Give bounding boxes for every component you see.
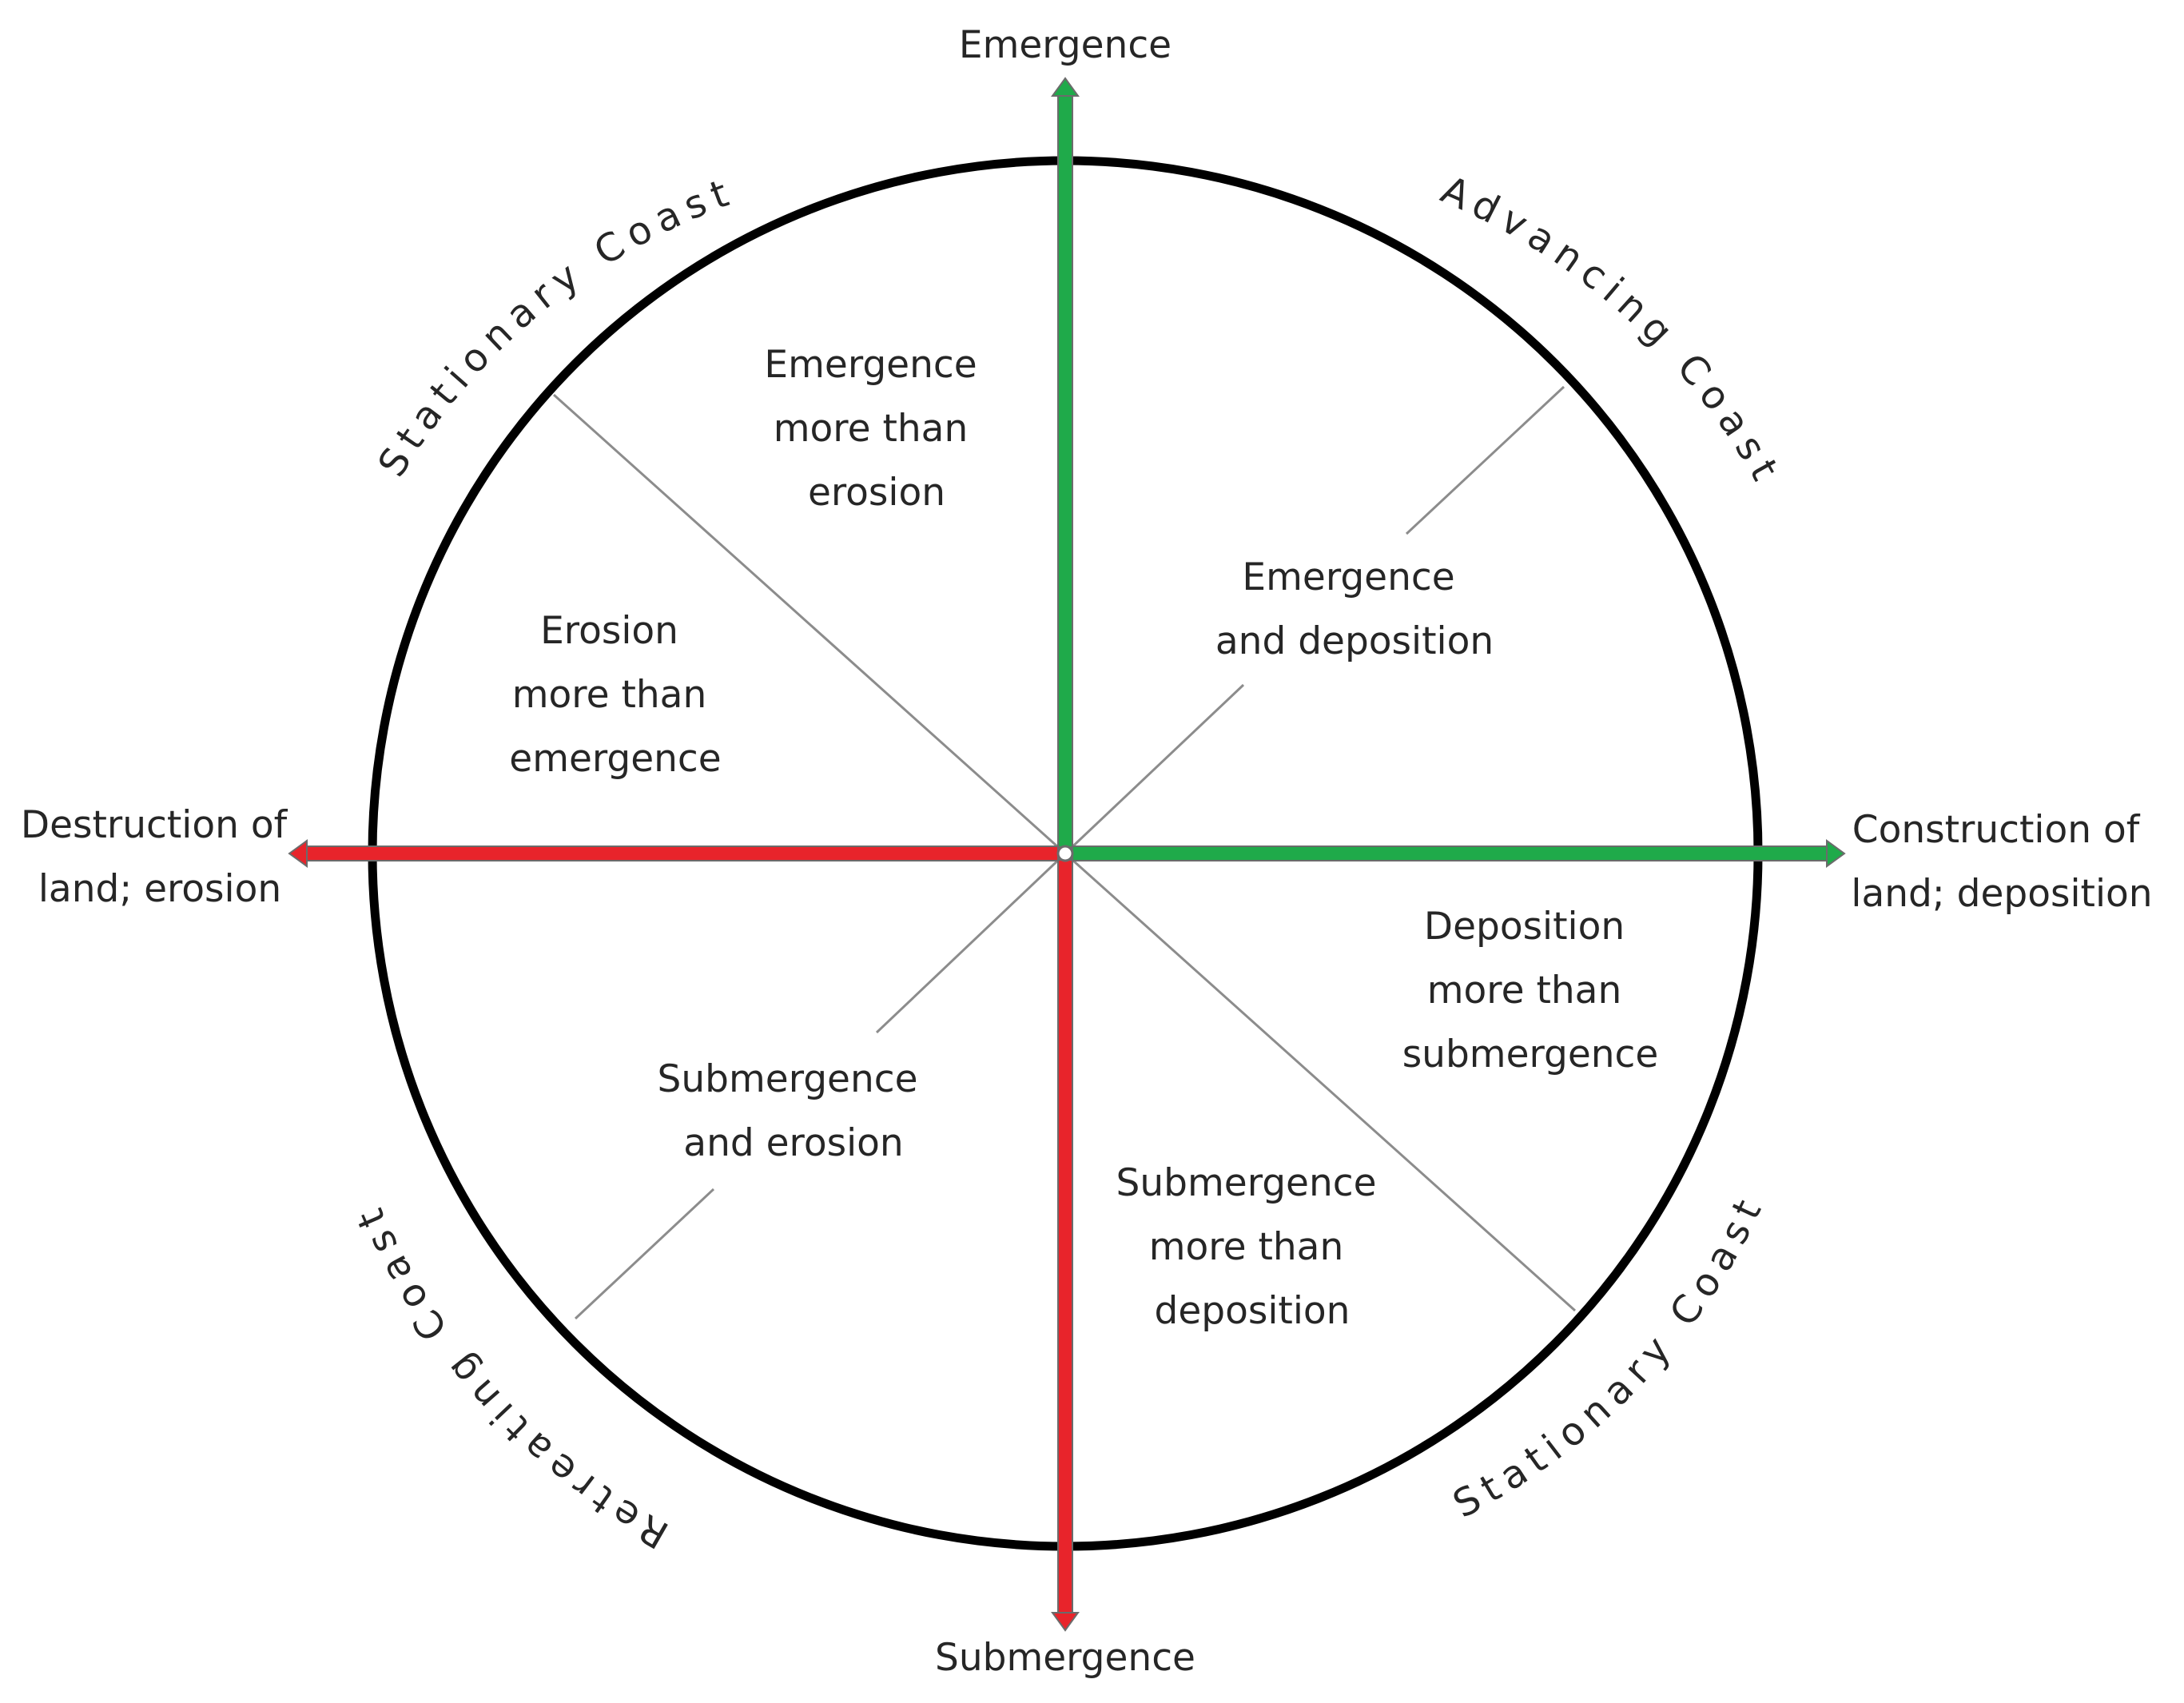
divider-lower-left-inner [875,852,1067,1034]
region-label-line: deposition [1155,1289,1351,1333]
divider-upper-left [552,393,1067,855]
region-erosion-more-than-emergence: Erosion more than emergence [509,609,721,781]
coast-label-upper-right-path: Advancing Coast [1434,167,1783,494]
coast-label-upper-left-path: Stationary Coast [369,169,734,485]
divider-lower-right [1064,852,1577,1312]
divider-upper-right-inner [1064,683,1245,855]
region-label-line: more than [512,673,707,717]
coast-label-upper-right: Advancing Coast [1434,167,1791,494]
coast-label-lower-right-path: Stationary Coast [1446,1186,1765,1527]
region-label-line: more than [1149,1225,1344,1269]
region-label-line: Submergence [658,1057,918,1101]
construction-arrow-shaft [1072,846,1829,861]
submergence-arrow [1051,859,1080,1632]
axis-label-submergence: Submergence [935,1636,1195,1680]
region-label-line: Emergence [764,343,977,387]
coast-label-lower-left-path: Retreating Coast [344,1195,667,1557]
region-emergence-and-deposition: Emergence and deposition [1215,555,1494,663]
region-label-line: submergence [1402,1033,1659,1076]
axis-label-emergence: Emergence [959,23,1172,67]
destruction-arrow-shaft [304,846,1059,861]
region-submergence-and-erosion: Submergence and erosion [658,1057,930,1165]
axis-label-destruction-line-1: Destruction of [21,803,288,847]
destruction-arrow [288,839,1059,868]
region-label-line: more than [774,407,969,451]
divider-upper-right-outer [1405,385,1565,535]
region-label-line: Deposition [1424,905,1625,949]
coast-label-upper-left: Stationary Coast [369,169,742,485]
emergence-arrow [1051,77,1080,848]
coast-label-lower-right: Stationary Coast [1446,1186,1773,1527]
submergence-arrowhead [1051,1612,1080,1632]
region-label-line: emergence [509,737,721,781]
region-submergence-more-than-deposition: Submergence more than deposition [1116,1161,1389,1333]
region-label-line: and erosion [683,1121,903,1165]
region-label-line: Emergence [1242,555,1454,599]
axis-label-construction: Construction of land; deposition [1851,808,2152,916]
region-label-line: erosion [808,471,945,515]
region-label-line: more than [1427,969,1622,1013]
divider-lower-left-outer [574,1188,715,1320]
origin-point [1056,845,1074,862]
region-emergence-more-than-erosion: Emergence more than erosion [764,343,989,515]
submergence-arrow-shaft [1057,859,1073,1615]
emergence-arrow-shaft [1057,94,1073,848]
axis-label-construction-line-2: land; deposition [1851,872,2152,916]
destruction-arrowhead [288,839,308,868]
axis-label-destruction: Destruction of land; erosion [21,803,299,911]
emergence-arrowhead [1051,77,1080,97]
region-label-line: and deposition [1215,619,1494,663]
region-deposition-more-than-submergence: Deposition more than submergence [1402,905,1659,1076]
axis-label-destruction-line-2: land; erosion [38,867,281,911]
construction-arrowhead [1826,839,1846,868]
construction-arrow [1072,839,1846,868]
coast-label-lower-left: Retreating Coast [344,1195,675,1557]
region-label-line: Submergence [1116,1161,1377,1205]
axis-label-construction-line-1: Construction of [1852,808,2141,852]
region-label-line: Erosion [540,609,678,653]
